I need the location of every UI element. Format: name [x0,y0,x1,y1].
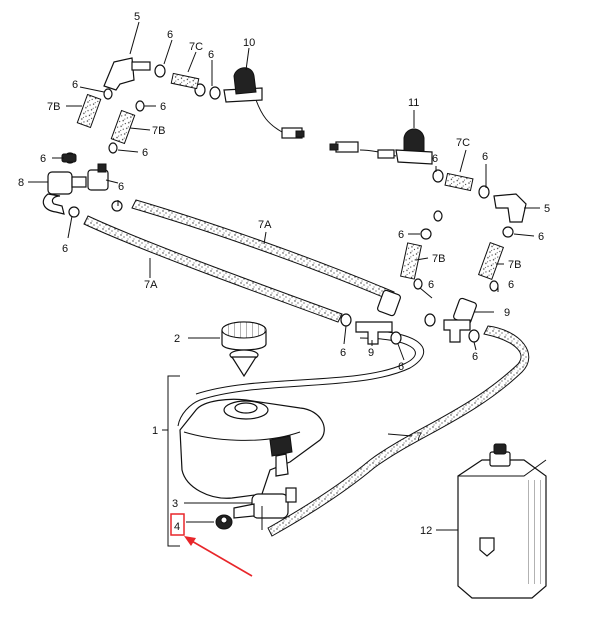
strainer-icon [229,349,259,378]
callout-6: 6 [398,361,404,373]
callout-6: 6 [62,243,68,255]
elbow-tube-left [131,61,151,71]
hose-7b-right-a [400,242,422,280]
small-plug-left [61,153,77,163]
callout-7a: 7A [144,279,158,291]
callout-9: 9 [368,347,374,359]
callout-6: 6 [118,181,124,193]
callout-11: 11 [408,97,419,109]
t-connector-9 [355,319,471,345]
callout-6: 6 [142,147,148,159]
hose-clamps-right [340,169,514,345]
elbow-connector-5-right [493,193,527,223]
callout-8: 8 [18,177,24,189]
check-valve-8 [42,171,87,215]
callout-1: 1 [152,425,158,437]
spray-nozzle-10 [223,67,305,139]
callout-6: 6 [340,347,346,359]
callout-6: 6 [72,79,78,91]
callout-6: 6 [208,49,214,61]
filler-cap-icon [221,321,267,351]
callout-6: 6 [40,153,46,165]
callout-6: 6 [538,231,544,243]
callout-6: 6 [167,29,173,41]
hose-7b-left-b [110,109,136,145]
spray-nozzle-11 [329,128,433,165]
callout-6: 6 [160,101,166,113]
callout-6: 6 [398,229,404,241]
washer-reservoir-icon [179,398,325,499]
callout-7c: 7C [456,137,470,149]
elbow-connector-5-left [103,57,135,91]
grommet-icon [215,514,233,530]
hose-7a-lower [83,215,343,323]
callout-3: 3 [172,498,178,510]
callout-5: 5 [544,203,550,215]
porsche-crest-icon [479,537,495,557]
callout-12: 12 [420,525,432,537]
leader-lines [28,21,540,531]
hose-7c-left [170,72,200,90]
overflow-line [177,329,425,427]
hose-7b-right-b [477,241,505,281]
check-valve-right [377,289,477,325]
callout-7b: 7B [47,101,60,113]
hose-7a-upper [131,199,395,301]
callout-10: 10 [243,37,255,49]
callout-7: 7 [416,431,422,443]
callout-4-highlight-box [170,513,185,536]
callout-6: 6 [428,279,434,291]
hose-7 [267,325,530,537]
callout-5: 5 [134,11,140,23]
hose-7b-left-a [76,93,102,129]
assembly-bracket [167,375,180,547]
callout-7b: 7B [152,125,165,137]
overflow-line-2 [195,337,416,395]
callout-7c: 7C [189,41,203,53]
callout-7a: 7A [258,219,272,231]
callout-4: 4 [174,521,180,533]
callout-labels: 5 6 7C 6 10 6 7B 6 7B 6 6 8 6 6 7A 7A 11… [18,11,550,537]
callout-7b: 7B [432,253,445,265]
callout-7b: 7B [508,259,521,271]
callout-6: 6 [472,351,478,363]
hose-7c-right [444,172,474,192]
callout-2: 2 [174,333,180,345]
callout-9: 9 [504,307,510,319]
pump-motor-icon [233,487,297,530]
check-valve-left [87,163,109,191]
red-arrow-icon [184,536,253,577]
callout-6: 6 [508,279,514,291]
fluid-bottle-icon [457,443,547,599]
callout-6: 6 [482,151,488,163]
callout-6: 6 [432,153,438,165]
